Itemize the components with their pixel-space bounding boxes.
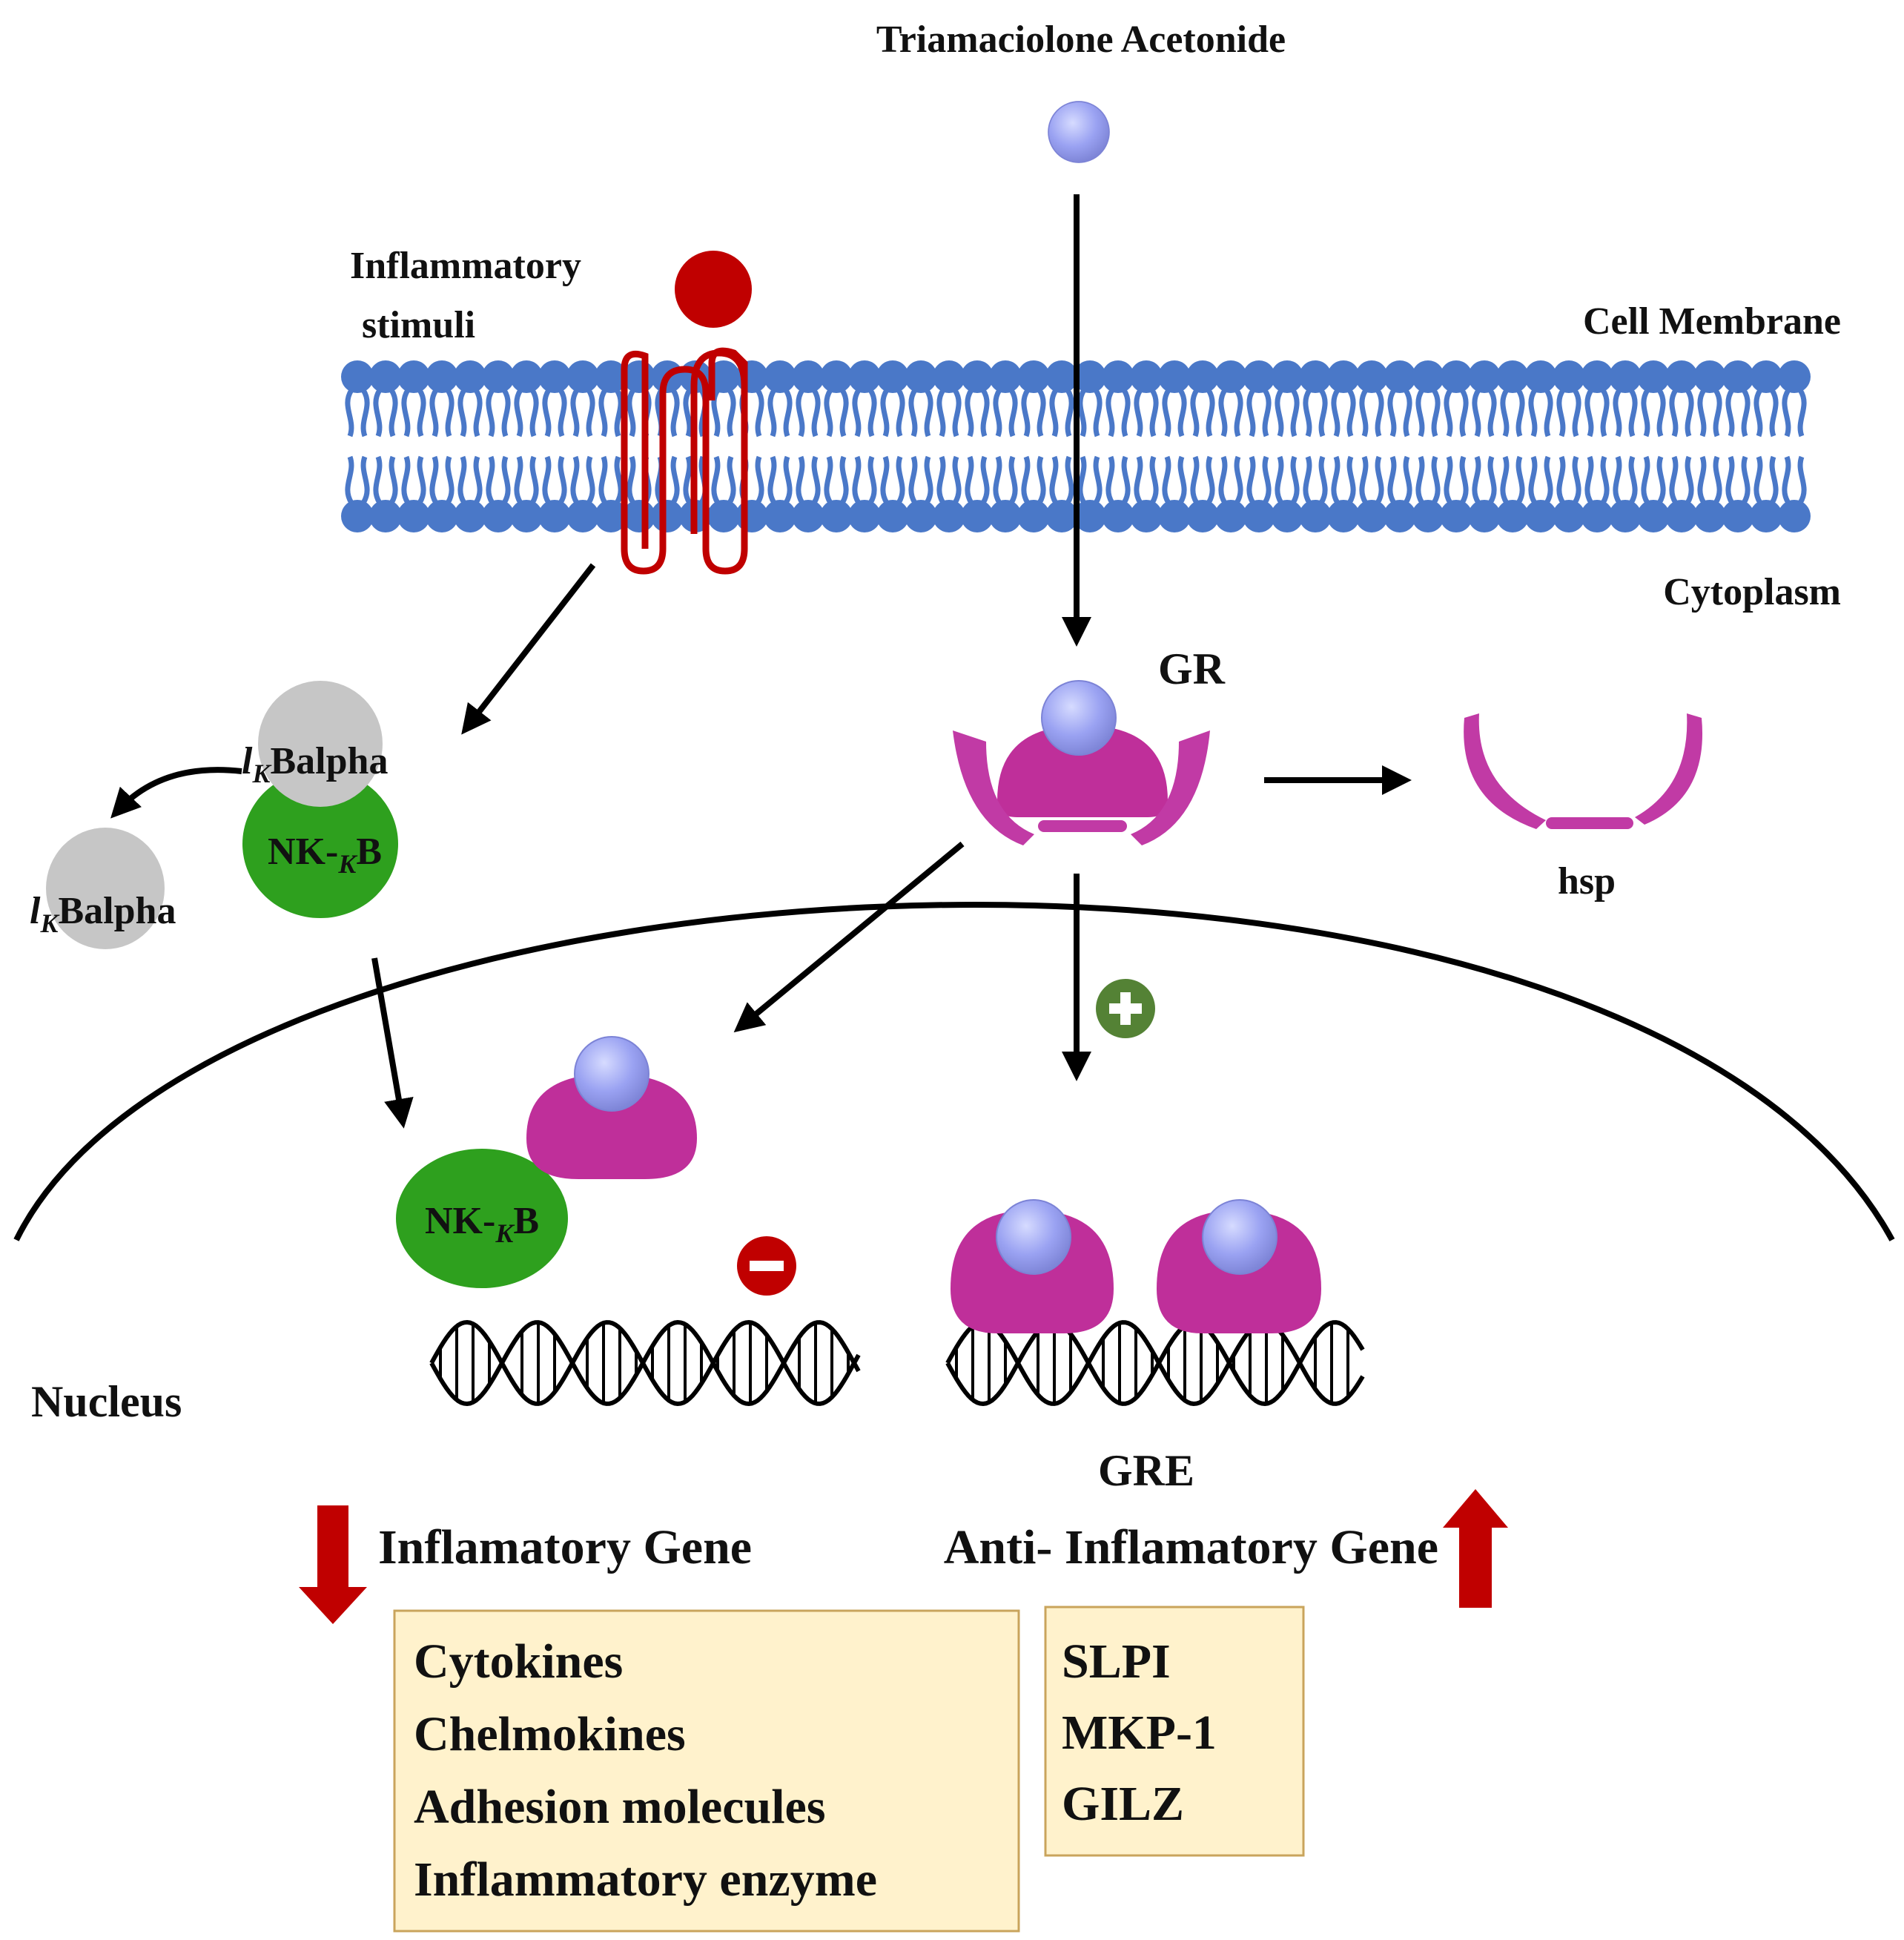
membrane-receptor <box>621 347 748 575</box>
inflammatory-stimuli-label-line1: Inflammatory <box>350 245 581 287</box>
gr-dimer-left <box>951 1199 1114 1333</box>
inflammatory-stimulus-ligand <box>675 251 752 328</box>
ikb-label-complex: lKBalpha <box>242 740 388 788</box>
anti-inflammatory-gene-item: SLPI <box>1062 1634 1171 1689</box>
gr-dimer-right <box>1157 1199 1321 1333</box>
inflammatory-gene-item: Cytokines <box>414 1634 623 1689</box>
anti-inflammatory-gene-box <box>1044 1606 1305 1857</box>
inflammatory-gene-box <box>393 1609 1020 1933</box>
anti-inflammatory-gene-item: GILZ <box>1062 1777 1184 1831</box>
inflammatory-gene-item: Chelmokines <box>414 1707 686 1761</box>
anti-inflammatory-gene-list: SLPI MKP-1 GILZ <box>1062 1634 1217 1831</box>
minus-icon <box>737 1236 796 1296</box>
ikb-label-released: lKBalpha <box>30 890 176 938</box>
arrow-receptor-to-complex <box>461 563 596 735</box>
anti-inflammatory-gene-item: MKP-1 <box>1062 1706 1217 1760</box>
drug-label: Triamaciolone Acetonide <box>876 19 1286 61</box>
inflammatory-gene-item: Inflammatory enzyme <box>414 1852 877 1907</box>
released-ikb <box>46 828 165 949</box>
hsp-label: hsp <box>1558 860 1616 903</box>
plus-icon <box>1096 979 1155 1038</box>
triamcinolone-molecule <box>1048 101 1110 163</box>
inflammatory-gene-list: Cytokines Chelmokines Adhesion molecules… <box>414 1634 877 1907</box>
gre-label: GRE <box>1098 1446 1194 1495</box>
anti-inflammatory-gene-label: Anti- Inflamatory Gene <box>944 1520 1438 1574</box>
hsp-proteins <box>1464 713 1703 829</box>
arrow-ikb-release <box>110 767 242 819</box>
nfkb-label-cytoplasm: NK-KB <box>268 831 382 879</box>
inflammatory-gene-item: Adhesion molecules <box>414 1780 826 1834</box>
nuclear-envelope <box>13 902 1895 1241</box>
cell-membrane-label: Cell Membrane <box>1583 300 1841 343</box>
gr-label: GR <box>1158 644 1226 693</box>
nfkb-label-nucleus: NK-KB <box>425 1200 539 1248</box>
dna-left <box>429 1319 861 1407</box>
gr-hsp-complex <box>953 680 1210 845</box>
nucleus-label: Nucleus <box>31 1377 182 1426</box>
dna-right <box>945 1319 1365 1407</box>
arrow-gr-to-nfkb <box>733 841 965 1033</box>
inflammatory-gene-label: Inflamatory Gene <box>378 1520 752 1574</box>
cytoplasm-label: Cytoplasm <box>1663 571 1841 613</box>
arrow-nfkb-to-nucleus <box>371 957 414 1129</box>
inflammatory-stimuli-label-line2: stimuli <box>362 304 475 346</box>
gr-nfkb-complex <box>396 1036 697 1288</box>
ikb-nfkb-complex <box>242 681 398 918</box>
up-arrow-icon <box>1443 1489 1508 1608</box>
down-arrow-icon <box>299 1505 367 1624</box>
